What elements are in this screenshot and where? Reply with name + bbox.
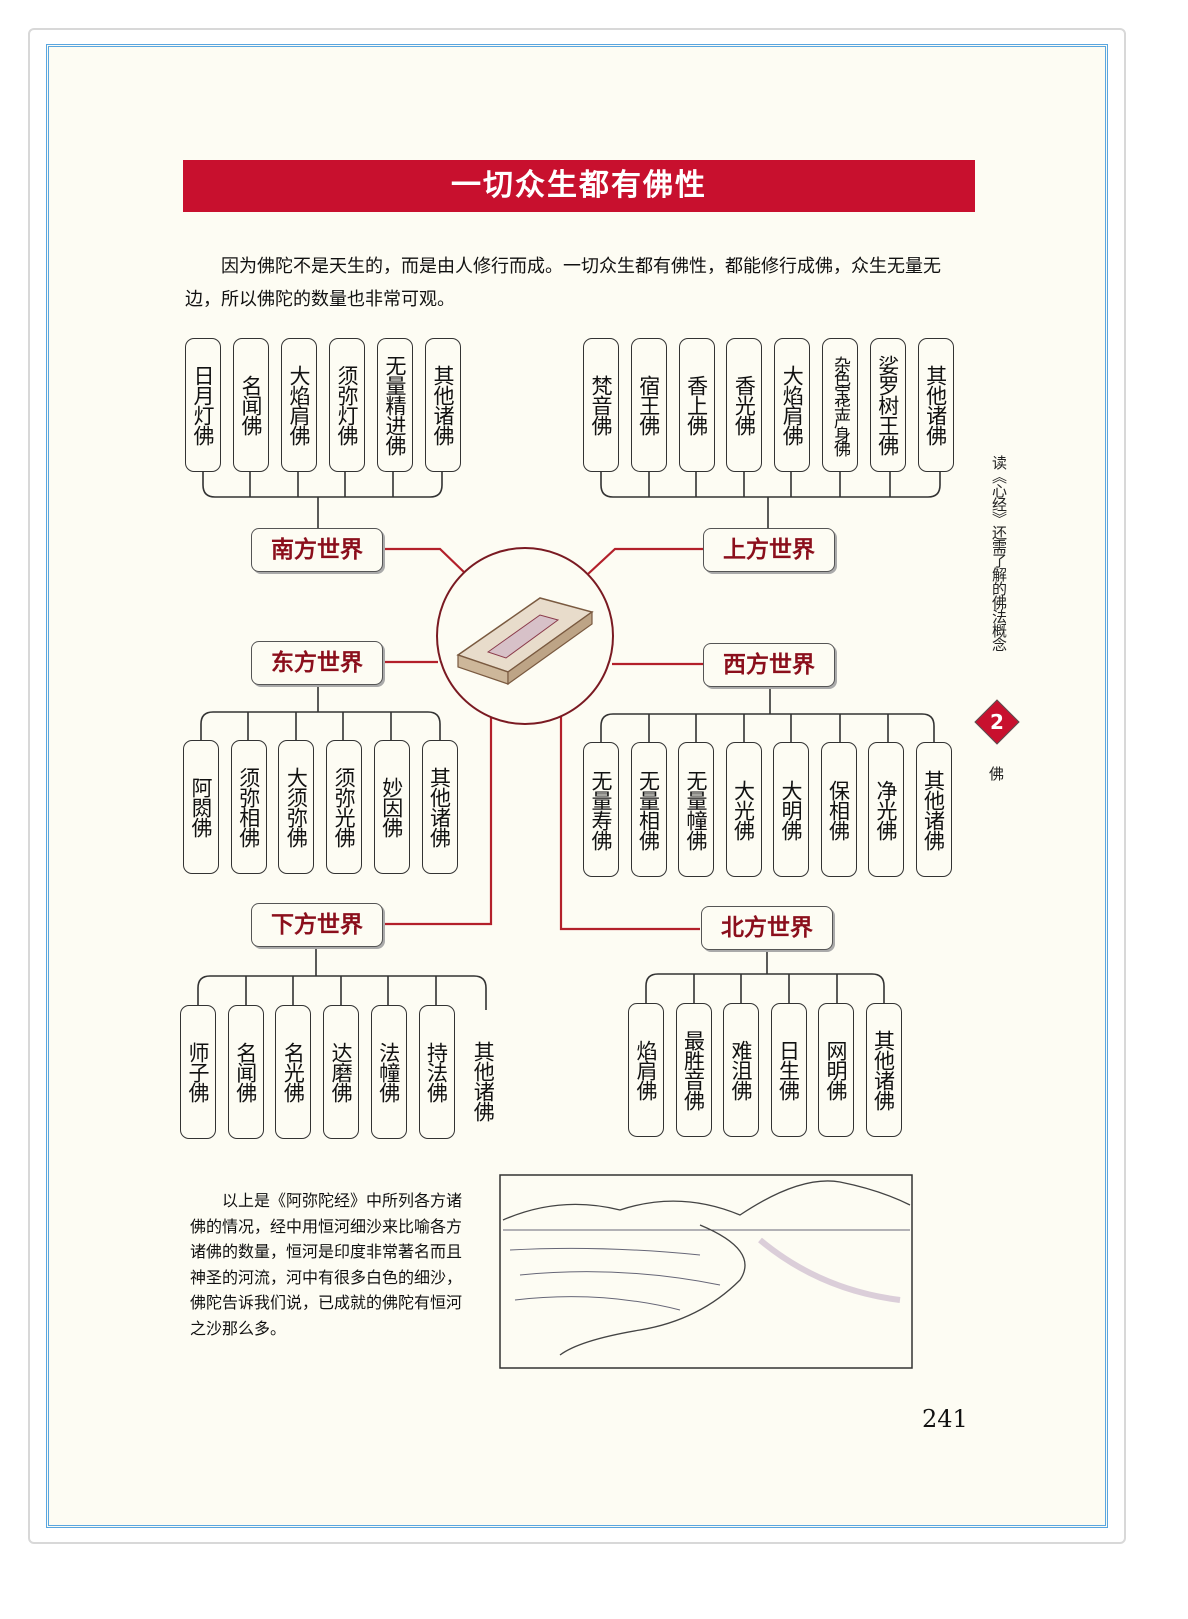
- buddha-box-above: 杂色宝华严身佛: [822, 338, 858, 472]
- caption-text: 以上是《阿弥陀经》中所列各方诸佛的情况，经中用恒河细沙来比喻各方诸佛的数量，恒河…: [190, 1191, 463, 1338]
- buddha-box-west: 保相佛: [820, 742, 857, 877]
- buddha-text-below: 其他诸佛: [466, 1015, 501, 1147]
- buddha-box-north: 日生佛: [770, 1003, 807, 1137]
- world-label-east: 东方世界: [251, 641, 383, 685]
- buddha-box-above: 其他诸佛: [917, 338, 954, 472]
- buddha-box-south: 其他诸佛: [425, 338, 461, 472]
- buddha-box-below: 名光佛: [275, 1005, 312, 1139]
- sutra-book-icon: [456, 597, 594, 686]
- buddha-box-east: 其他诸佛: [421, 740, 458, 874]
- world-label-below: 下方世界: [251, 903, 383, 947]
- buddha-box-above: 梵音佛: [583, 338, 619, 472]
- buddha-box-north: 其他诸佛: [865, 1003, 902, 1137]
- buddha-box-east: 妙因佛: [373, 740, 410, 874]
- buddha-box-west: 大明佛: [773, 742, 809, 877]
- buddha-box-south: 无量精进佛: [377, 338, 413, 472]
- world-label-south: 南方世界: [251, 528, 383, 572]
- buddha-box-above: 娑罗树王佛: [869, 338, 906, 472]
- buddha-box-east: 须弥光佛: [326, 740, 363, 874]
- buddha-box-south: 日月灯佛: [185, 338, 221, 472]
- page-number: 241: [922, 1405, 968, 1433]
- chapter-number: 2: [990, 710, 1004, 734]
- buddha-box-south: 大焰肩佛: [281, 338, 317, 472]
- buddha-box-west: 大光佛: [725, 742, 762, 877]
- buddha-box-above: 香光佛: [726, 338, 763, 472]
- buddha-box-east: 须弥相佛: [230, 740, 267, 874]
- buddha-box-east: 大须弥佛: [278, 740, 315, 874]
- buddha-box-south: 须弥灯佛: [329, 338, 365, 472]
- buddha-box-west: 净光佛: [868, 742, 904, 877]
- buddha-box-north: 网明佛: [818, 1003, 854, 1137]
- page-title: 一切众生都有佛性: [183, 160, 975, 212]
- buddha-box-below: 达磨佛: [323, 1005, 360, 1139]
- buddha-box-above: 大焰肩佛: [774, 338, 811, 472]
- buddha-box-above: 宿王佛: [630, 338, 667, 472]
- buddha-box-above: 香上佛: [678, 338, 715, 472]
- buddha-box-south: 名闻佛: [233, 338, 269, 472]
- buddha-box-below: 师子佛: [180, 1005, 216, 1139]
- buddha-box-north: 焰肩佛: [628, 1003, 664, 1137]
- buddha-box-north: 难沮佛: [723, 1003, 759, 1137]
- chapter-label: 佛: [989, 765, 1005, 783]
- buddha-box-west: 无量寿佛: [583, 742, 619, 877]
- ganges-river-illustration: [499, 1174, 913, 1369]
- buddha-box-west: 无量幢佛: [678, 742, 714, 877]
- buddha-box-north: 最胜音佛: [675, 1003, 712, 1137]
- buddha-box-below: 法幢佛: [370, 1005, 407, 1139]
- buddha-box-west: 无量相佛: [630, 742, 667, 877]
- intro-paragraph: 因为佛陀不是天生的，而是由人修行而成。一切众生都有佛性，都能修行成佛，众生无量无…: [185, 256, 941, 310]
- buddha-box-below: 名闻佛: [227, 1005, 264, 1139]
- world-label-above: 上方世界: [703, 528, 835, 572]
- world-label-west: 西方世界: [703, 643, 835, 687]
- world-label-north: 北方世界: [701, 906, 833, 950]
- buddha-box-below: 持法佛: [418, 1005, 455, 1139]
- running-header: 读《心经》还需了解的佛法概念: [990, 455, 1008, 651]
- buddha-box-east: 阿閦佛: [183, 740, 219, 874]
- buddha-box-west: 其他诸佛: [915, 742, 952, 877]
